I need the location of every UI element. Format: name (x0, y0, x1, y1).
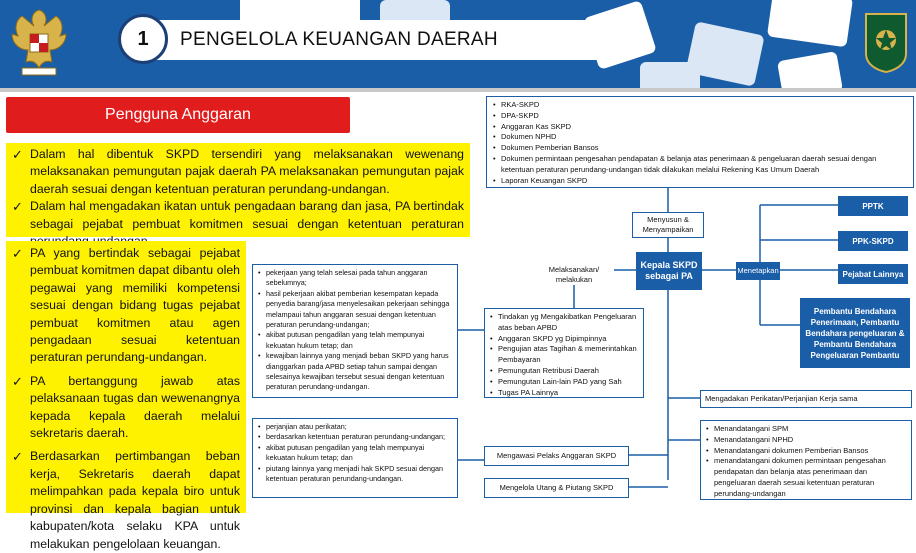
document-item: Dokumen NPHD (491, 132, 909, 143)
bullet-item: ✓Dalam hal dibentuk SKPD tersendiri yang… (12, 147, 464, 196)
melaksanakan-item: Tindakan yg Mengakibatkan Pengeluaran at… (488, 312, 640, 334)
utang-item: hasil pekerjaan akibat pemberian kesempa… (256, 289, 454, 331)
melaksanakan-item: Pengujian atas Tagihan & memerintahkan P… (488, 344, 640, 366)
document-item: DPA-SKPD (491, 111, 909, 122)
melaksanakan-item: Anggaran SKPD yg Dipimpinnya (488, 334, 640, 345)
documents-box: RKA-SKPD DPA-SKPD Anggaran Kas SKPD Doku… (486, 96, 914, 188)
header-divider (0, 88, 916, 92)
perikatan-label: Mengadakan Perikatan/Perjanjian Kerja sa… (700, 390, 912, 408)
check-icon: ✓ (12, 199, 23, 215)
piutang-item: piutang lainnya yang menjadi hak SKPD se… (256, 464, 454, 485)
piutang-item: berdasarkan ketentuan peraturan perundan… (256, 432, 454, 443)
kepala-skpd-box: Kepala SKPD sebagai PA (636, 252, 702, 290)
pembantu-bendahara-box: Pembantu Bendahara Penerimaan, Pembantu … (800, 298, 910, 368)
utang-item: kewajiban lainnya yang menjadi beban SKP… (256, 351, 454, 393)
mengawasi-label: Mengawasi Pelaks Anggaran SKPD (484, 446, 629, 466)
melaksanakan-label: Melaksanakan/ melakukan (548, 265, 600, 284)
piutang-item: akibat putusan pengadilan yang telah mem… (256, 443, 454, 464)
document-item: Laporan Keuangan SKPD (491, 176, 909, 187)
document-item: RKA-SKPD (491, 100, 909, 111)
puzzle-piece (640, 62, 700, 88)
perikatan-items-box: Menandatangani SPM Menandatangani NPHD M… (700, 420, 912, 500)
check-icon: ✓ (12, 246, 23, 261)
document-item: Dokumen permintaan pengesahan pendapatan… (491, 154, 909, 176)
utang-item: akibat putusan pengadilan yang telah mem… (256, 330, 454, 351)
bullet-item: ✓PA bertanggung jawab atas pelaksanaan t… (12, 373, 240, 441)
ppk-skpd-box: PPK-SKPD (838, 231, 908, 251)
melaksanakan-item: Pemungutan Retribusi Daerah (488, 366, 640, 377)
utang-item: pekerjaan yang telah selesai pada tahun … (256, 268, 454, 289)
perikatan-item: menandatangani dokumen permintaan penges… (704, 456, 908, 499)
header-banner: PENGELOLA KEUANGAN DAERAH 1 (0, 0, 916, 88)
mengelola-label: Mengelola Utang & Piutang SKPD (484, 478, 629, 498)
document-item: Anggaran Kas SKPD (491, 122, 909, 133)
bullet-item: ✓PA yang bertindak sebagai pejabat pembu… (12, 246, 240, 365)
piutang-items-box: perjanjian atau perikatan; berdasarkan k… (252, 418, 458, 498)
melaksanakan-item: Tugas PA Lainnya (488, 388, 640, 399)
check-icon: ✓ (12, 373, 23, 389)
pptk-box: PPTK (838, 196, 908, 216)
menyusun-label: Menyusun & Menyampaikan (632, 212, 704, 238)
melaksanakan-items-box: Tindakan yg Mengakibatkan Pengeluaran at… (484, 308, 644, 398)
perikatan-item: Menandatangani SPM (704, 424, 908, 435)
garuda-logo (11, 9, 67, 76)
piutang-item: perjanjian atau perikatan; (256, 422, 454, 433)
menetapkan-label: Menetapkan (736, 262, 780, 280)
page-title-bar: PENGELOLA KEUANGAN DAERAH (150, 20, 620, 60)
check-icon: ✓ (12, 449, 23, 465)
melaksanakan-item: Pemungutan Lain-lain PAD yang Sah (488, 377, 640, 388)
section-number: 1 (118, 14, 168, 64)
pengguna-anggaran-heading: Pengguna Anggaran (6, 97, 350, 133)
document-item: Dokumen Pemberian Bansos (491, 143, 909, 154)
perikatan-item: Menandatangani NPHD (704, 435, 908, 446)
check-icon: ✓ (12, 147, 23, 162)
page-title: PENGELOLA KEUANGAN DAERAH (180, 29, 498, 50)
kemendagri-emblem (865, 13, 907, 74)
utang-items-box: pekerjaan yang telah selesai pada tahun … (252, 264, 458, 398)
pejabat-lainnya-box: Pejabat Lainnya (838, 264, 908, 284)
perikatan-item: Menandatangani dokumen Pemberian Bansos (704, 446, 908, 457)
